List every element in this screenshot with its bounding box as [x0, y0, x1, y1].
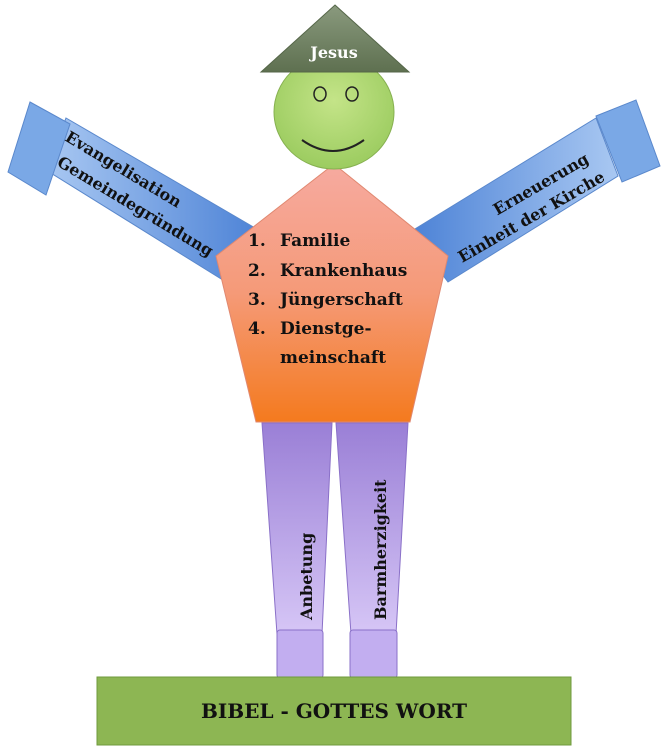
leg-label-barmherzigkeit: Barmherzigkeit: [371, 479, 390, 620]
list-item-familie: Familie: [280, 231, 351, 251]
right-leg: Barmherzigkeit: [335, 422, 409, 679]
hat-label-jesus: Jesus: [308, 43, 357, 62]
right-foot: [349, 629, 398, 679]
hat: Jesus: [259, 4, 411, 73]
body-list: 1. Familie 2. Krankenhaus 3. Jüngerschaf…: [248, 231, 407, 368]
left-hand: [7, 101, 71, 196]
list-number: 3.: [248, 290, 266, 310]
base-label: BIBEL - GOTTES WORT: [201, 699, 467, 723]
base-block: BIBEL - GOTTES WORT: [96, 676, 572, 746]
leg-label-anbetung: Anbetung: [297, 533, 316, 621]
list-item-dienstgemeinschaft: Dienstge-: [280, 319, 372, 339]
list-number: 2.: [248, 261, 266, 281]
right-hand: [595, 99, 661, 183]
left-foot: [276, 629, 324, 679]
list-number: 4.: [248, 319, 266, 339]
list-item-krankenhaus: Krankenhaus: [280, 261, 407, 281]
body-pentagon: 1. Familie 2. Krankenhaus 3. Jüngerschaf…: [215, 163, 449, 423]
right-eye: [345, 86, 359, 102]
list-item-juengerschaft: Jüngerschaft: [278, 290, 403, 310]
smile: [301, 139, 365, 152]
right-arm: Erneuerung Einheit der Kirche: [409, 99, 661, 283]
list-number: 1.: [248, 231, 266, 251]
left-eye: [313, 86, 327, 102]
list-item-dienstgemeinschaft-cont: meinschaft: [280, 348, 386, 368]
left-leg: Anbetung: [261, 422, 333, 679]
